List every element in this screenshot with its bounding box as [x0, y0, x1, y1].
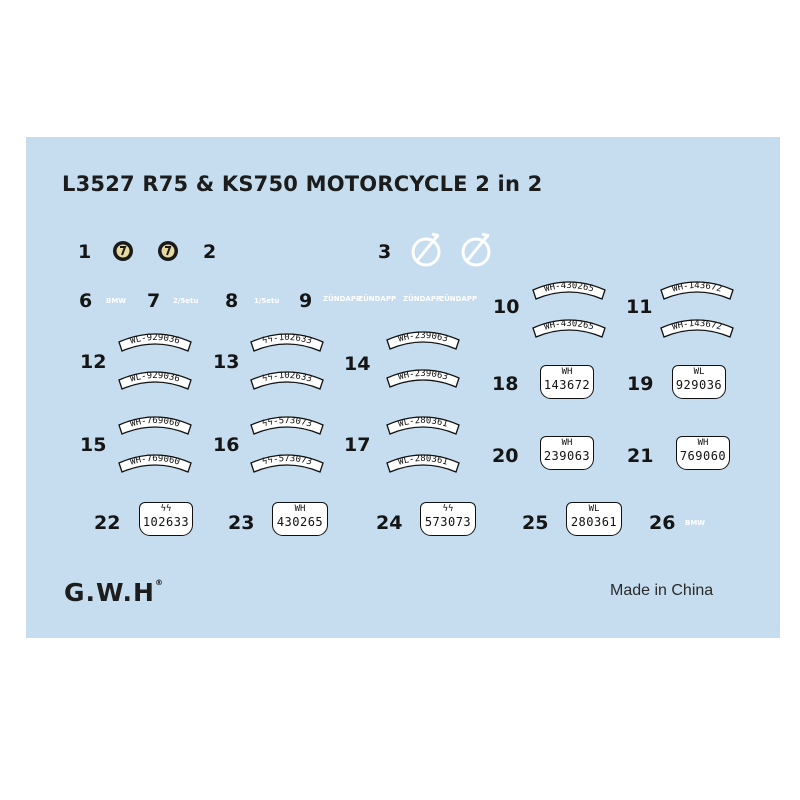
- svg-text:ϟϟ-573073: ϟϟ-573073: [261, 454, 313, 468]
- made-in-label: Made in China: [610, 582, 714, 599]
- decal-number-26: 26: [649, 512, 676, 534]
- decal-number-9: 9: [299, 290, 313, 312]
- arc-plate-15b: WH-769060: [118, 454, 192, 473]
- decal-number-25: 25: [522, 512, 549, 534]
- svg-text:ϟϟ-102633: ϟϟ-102633: [261, 371, 313, 385]
- arc-plate-10b: WH-430265: [532, 319, 606, 338]
- decal-number-3: 3: [378, 241, 392, 263]
- svg-text:WH-769060: WH-769060: [129, 454, 181, 468]
- arc-plate-12b: WL-929036: [118, 371, 192, 390]
- svg-text:ϟϟ-573073: ϟϟ-573073: [261, 416, 313, 430]
- decal-number-24: 24: [376, 512, 403, 534]
- arc-plate-16a: ϟϟ-573073: [250, 416, 324, 435]
- svg-text:WH-143672: WH-143672: [671, 281, 723, 295]
- decal-label-8: 1/5etu: [254, 297, 280, 305]
- decal-number-18: 18: [492, 373, 519, 395]
- decal-label-7: 2/5etu: [173, 297, 199, 305]
- arc-plate-14a: WH-239063: [386, 331, 460, 350]
- arc-plate-11a: WH-143672: [660, 281, 734, 300]
- arc-plate-12a: WL-929036: [118, 333, 192, 352]
- decal-number-13: 13: [213, 351, 240, 373]
- circle-cross-symbol-icon: [411, 232, 441, 267]
- svg-text:WH-239063: WH-239063: [397, 331, 449, 345]
- decal-number-21: 21: [627, 445, 654, 467]
- decal-number-17: 17: [344, 434, 371, 456]
- decal-number-1: 1: [78, 241, 92, 263]
- decal-label-9a: ZÜNDAPP: [323, 295, 362, 303]
- decal-number-2: 2: [203, 241, 217, 263]
- arc-plate-16b: ϟϟ-573073: [250, 454, 324, 473]
- arc-plate-14b: WH-239063: [386, 369, 460, 388]
- decal-label-26: BMW: [685, 519, 706, 527]
- svg-text:WH-430265: WH-430265: [543, 319, 595, 333]
- decal-number-15: 15: [80, 434, 107, 456]
- svg-text:WL-280361: WL-280361: [397, 416, 449, 430]
- sheet-title: L3527 R75 & KS750 MOTORCYCLE 2 in 2: [62, 172, 543, 196]
- circle-cross-symbol-icon: [461, 232, 491, 267]
- svg-text:WL-929036: WL-929036: [129, 371, 181, 385]
- decal-sheet: [26, 137, 780, 638]
- decal-number-19: 19: [627, 373, 654, 395]
- decal-number-12: 12: [80, 351, 107, 373]
- svg-text:WH-239063: WH-239063: [397, 369, 449, 383]
- decal-number-6: 6: [79, 290, 93, 312]
- svg-text:WH-769060: WH-769060: [129, 416, 181, 430]
- decal-number-10: 10: [493, 296, 520, 318]
- decal-number-20: 20: [492, 445, 519, 467]
- decal-number-8: 8: [225, 290, 239, 312]
- decal-number-11: 11: [626, 296, 653, 318]
- decal-number-22: 22: [94, 512, 121, 534]
- svg-text:ϟϟ-102633: ϟϟ-102633: [261, 333, 313, 347]
- round-division-emblem-icon: [158, 241, 178, 261]
- arc-plate-10a: WH-430265: [532, 281, 606, 300]
- round-division-emblem-icon: [113, 241, 133, 261]
- arc-plate-11b: WH-143672: [660, 319, 734, 338]
- arc-plate-17a: WL-280361: [386, 416, 460, 435]
- arc-plate-17b: WL-280361: [386, 454, 460, 473]
- decal-number-16: 16: [213, 434, 240, 456]
- decal-label-9b: ZÜNDAPP: [358, 295, 397, 303]
- decal-label-9c: ZÜNDAPP: [403, 295, 442, 303]
- svg-text:WL-280361: WL-280361: [397, 454, 449, 468]
- decal-number-23: 23: [228, 512, 255, 534]
- decal-number-14: 14: [344, 353, 371, 375]
- decal-number-7: 7: [147, 290, 161, 312]
- arc-plate-13b: ϟϟ-102633: [250, 371, 324, 390]
- arc-plate-15a: WH-769060: [118, 416, 192, 435]
- decal-label-9d: ZÜNDAPP: [439, 295, 478, 303]
- brand-logo: G.W.H®: [64, 578, 164, 607]
- svg-text:WH-143672: WH-143672: [671, 319, 723, 333]
- decal-label-6: BMW: [106, 297, 127, 305]
- svg-text:WL-929036: WL-929036: [129, 333, 181, 347]
- svg-text:WH-430265: WH-430265: [543, 281, 595, 295]
- arc-plate-13a: ϟϟ-102633: [250, 333, 324, 352]
